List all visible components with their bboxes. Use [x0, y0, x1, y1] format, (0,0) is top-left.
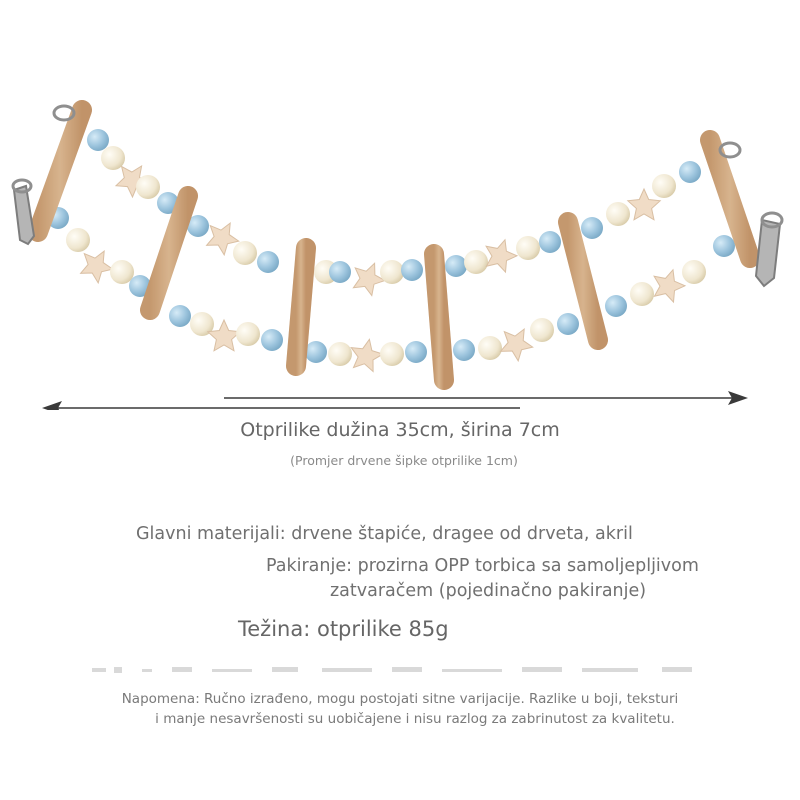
wooden-rod-shade [700, 130, 760, 268]
blue-bead [169, 305, 191, 327]
star-bead [653, 268, 687, 304]
length-width-text: Otprilike dužina 35cm, širina 7cm [240, 419, 560, 441]
note-text-line1: Napomena: Ručno izrađeno, mogu postojati… [121, 691, 679, 707]
wooden-rod-shade [424, 244, 454, 390]
wooden-rod-shade [558, 212, 608, 350]
lower-bead-chain [47, 207, 735, 373]
wooden-rod [558, 212, 608, 350]
product-image-bird-ladder [11, 100, 784, 410]
blue-bead [329, 261, 351, 283]
cream-bead [236, 322, 260, 346]
cream-bead [136, 175, 160, 199]
cream-bead [190, 312, 214, 336]
blue-bead [445, 255, 467, 277]
weight-text: Težina: otprilike 85g [238, 617, 449, 641]
star-bead [485, 238, 519, 274]
dimension-arrow [42, 391, 748, 410]
cream-bead [530, 318, 554, 342]
wooden-rod-shade [28, 100, 92, 242]
arrow-left-icon [42, 401, 62, 410]
packaging-text-line2: zatvaračem (pojedinačno pakiranje) [330, 581, 647, 601]
wooden-rod [700, 130, 760, 268]
cream-bead [464, 250, 488, 274]
blue-bead [187, 215, 209, 237]
cream-bead [630, 282, 654, 306]
blue-bead [405, 341, 427, 363]
metal-hooks [11, 104, 784, 288]
packaging-text-line1: Pakiranje: prozirna OPP torbica sa samol… [266, 556, 699, 576]
upper-bead-chain [87, 129, 701, 297]
wooden-rod-shade [286, 238, 316, 376]
star-bead [499, 328, 534, 363]
cream-bead [380, 260, 404, 284]
cream-bead [682, 260, 706, 284]
blue-bead [261, 329, 283, 351]
cream-bead [110, 260, 134, 284]
cream-bead [66, 228, 90, 252]
star-bead [205, 222, 240, 257]
blue-bead [605, 295, 627, 317]
blue-bead [581, 217, 603, 239]
wooden-rod [28, 100, 92, 242]
blue-bead [453, 339, 475, 361]
blue-bead [713, 235, 735, 257]
blue-bead [539, 231, 561, 253]
left-clip-icon [11, 178, 36, 246]
cream-bead [233, 241, 257, 265]
cream-bead [516, 236, 540, 260]
right-clip-icon [754, 211, 784, 288]
wooden-rod [140, 186, 198, 320]
materials-text: Glavni materijali: drvene štapiće, drage… [136, 524, 633, 544]
star-bead [350, 338, 385, 373]
left-top-ring-icon [52, 104, 76, 122]
cream-bead [380, 342, 404, 366]
star-bead [79, 250, 114, 285]
arrow-right-icon [728, 391, 748, 405]
blue-bead [679, 161, 701, 183]
wooden-rod [424, 244, 454, 390]
blue-bead [305, 341, 327, 363]
wooden-rod [286, 238, 316, 376]
wooden-rod-shade [140, 186, 198, 320]
blue-bead [257, 251, 279, 273]
rod-diameter-text: (Promjer drvene šipke otprilike 1cm) [290, 453, 518, 468]
star-bead [352, 262, 387, 297]
blue-bead [557, 313, 579, 335]
blue-bead [87, 129, 109, 151]
blue-bead [129, 275, 151, 297]
cream-bead [101, 146, 125, 170]
note-text-line2: i manje nesavršenosti su uobičajene i ni… [155, 711, 675, 727]
blue-bead [401, 259, 423, 281]
cream-bead [328, 342, 352, 366]
right-top-ring-icon [718, 141, 742, 159]
star-bead [626, 187, 662, 221]
cream-bead [606, 202, 630, 226]
cream-bead [652, 174, 676, 198]
wooden-rods [28, 100, 760, 390]
faded-text-strip [92, 667, 692, 673]
cream-bead [478, 336, 502, 360]
